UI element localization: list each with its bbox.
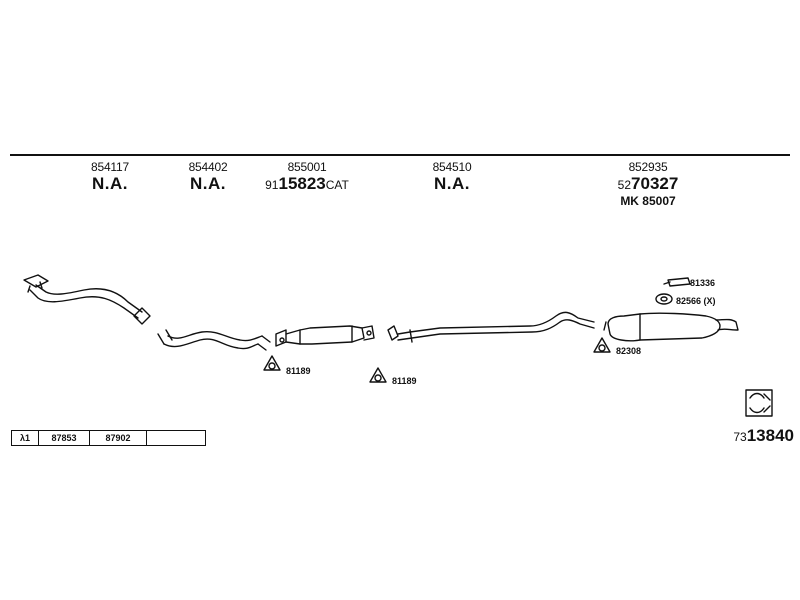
part-column-2: 854402 N.A. [186, 160, 230, 194]
part-code: N.A. [434, 174, 470, 193]
lambda-symbol: λ1 [12, 431, 39, 445]
gasket-label: 81189 [286, 366, 311, 376]
rear-silencer-icon [603, 312, 739, 342]
clamp-icon [663, 277, 691, 287]
part-ref: 854402 [188, 160, 228, 174]
part-ref: 855001 [287, 160, 327, 174]
intermediate-pipe-icon [157, 329, 271, 351]
part-code: N.A. [190, 174, 226, 193]
front-pipe-icon [23, 274, 151, 325]
lambda-value: 87853 [39, 431, 90, 445]
kit-number: 7313840 [733, 426, 794, 445]
gasket-label: 81189 [392, 376, 417, 386]
part-ref: 854117 [91, 160, 129, 174]
hanger-icon [655, 293, 673, 305]
hanger-label: 82566 (X) [676, 296, 716, 306]
part-ref: 854510 [432, 160, 472, 174]
part-column-3: 855001 9115823CAT [255, 160, 359, 194]
part-ref: 852935 [628, 160, 668, 174]
part-code: 5270327 [617, 174, 679, 193]
part-extra-code: MK 85007 [620, 194, 676, 208]
header-rule [10, 154, 790, 156]
fitting-kit-icon [745, 389, 773, 417]
gasket-82308-icon [593, 337, 611, 353]
catalytic-converter-icon [275, 325, 375, 347]
part-column-5: 852935 5270327 MK 85007 [606, 160, 690, 208]
part-column-1: 854117 N.A. [88, 160, 132, 194]
part-code: N.A. [92, 174, 128, 193]
gasket-81189-b-icon [369, 367, 387, 383]
lambda-value: 87902 [90, 431, 147, 445]
part-code: 9115823CAT [265, 174, 349, 193]
lambda-value [147, 431, 205, 445]
part-column-4: 854510 N.A. [430, 160, 474, 194]
gasket-label: 82308 [616, 346, 642, 356]
gasket-81189-a-icon [263, 355, 281, 371]
clamp-label: 81336 [690, 278, 716, 288]
lambda-table: λ1 87853 87902 [11, 430, 206, 446]
middle-pipe-icon [387, 311, 595, 343]
